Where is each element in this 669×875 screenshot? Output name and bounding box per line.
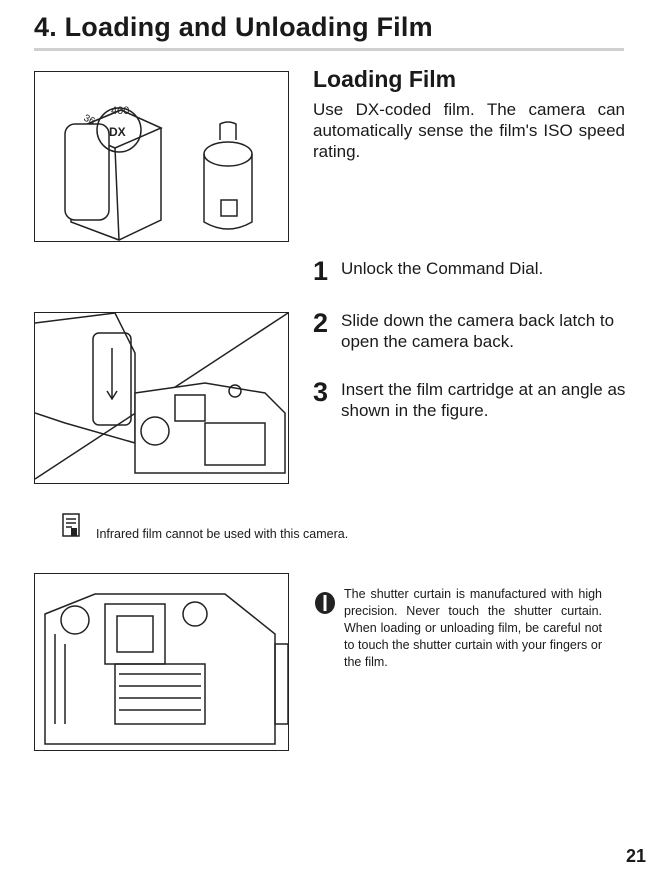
step-text: Insert the film cartridge at an angle as… xyxy=(341,380,626,420)
figure-open-camera-back xyxy=(34,573,289,751)
figure-label-iso: 400 xyxy=(111,105,129,117)
section-intro: Use DX-coded film. The camera can automa… xyxy=(313,100,625,161)
page-number: 21 xyxy=(626,846,647,866)
step-number: 2 xyxy=(313,308,329,338)
figure-label-count: 36 xyxy=(82,113,97,128)
caution-icon xyxy=(314,591,336,620)
figure-film-box-and-cartridge: 36 400 DX xyxy=(34,71,289,242)
title-underline xyxy=(34,48,624,51)
chapter-title: 4. Loading and Unloading Film xyxy=(34,12,433,42)
warning-text: The shutter curtain is manufactured with… xyxy=(344,587,602,669)
step-text: Slide down the camera back latch to open… xyxy=(341,311,615,351)
figure-camera-back-latch xyxy=(34,312,289,484)
note-text: Infrared film cannot be used with this c… xyxy=(96,527,349,541)
section-title: Loading Film xyxy=(313,66,457,92)
figure-label-dx: DX xyxy=(109,125,126,139)
step-number: 1 xyxy=(313,256,329,286)
memo-icon xyxy=(62,513,80,542)
step-number: 3 xyxy=(313,377,329,407)
step-text: Unlock the Command Dial. xyxy=(341,259,544,278)
